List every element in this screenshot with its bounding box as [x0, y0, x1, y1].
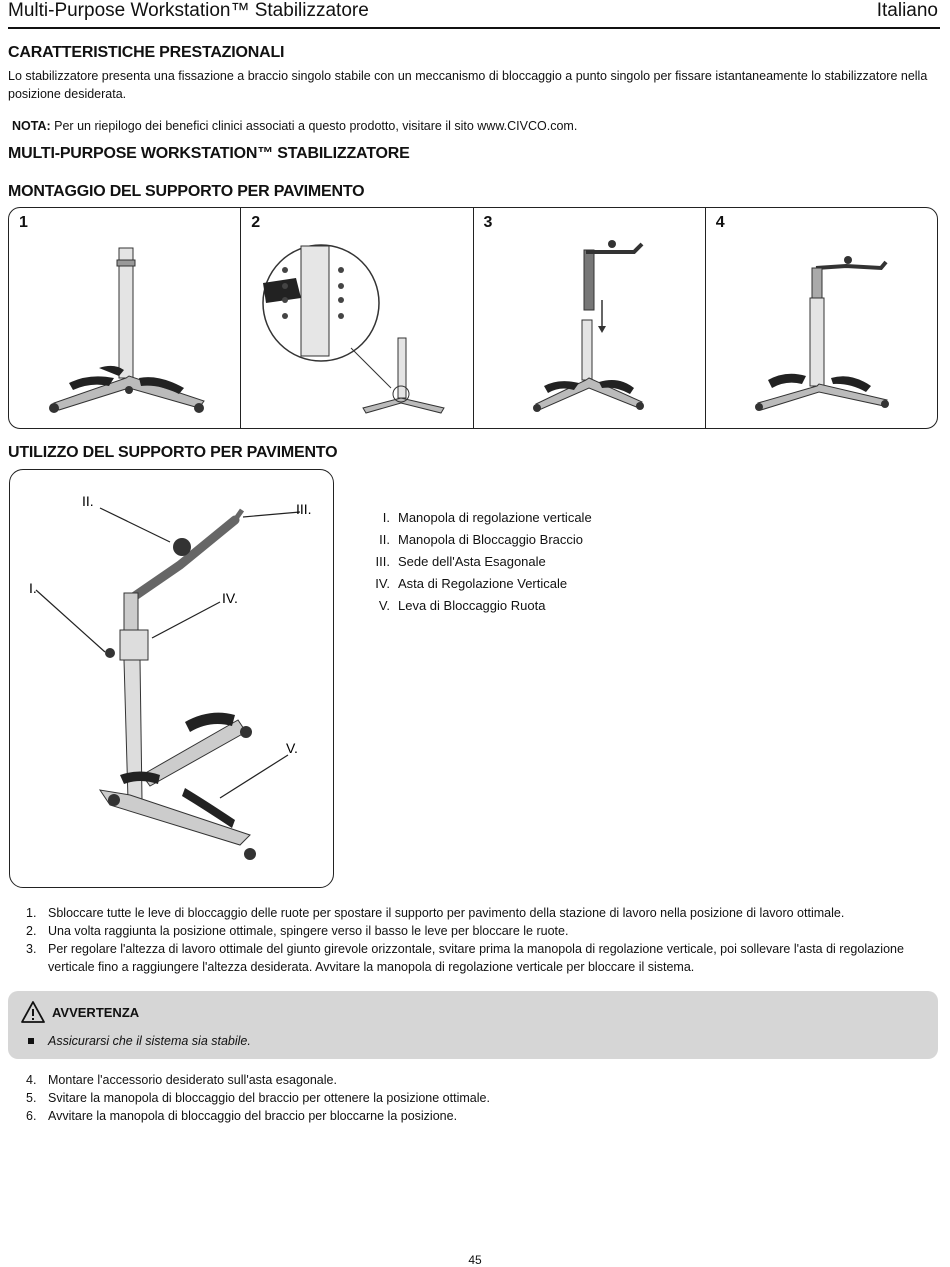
- list-item: 3.Per regolare l'altezza di lavoro ottim…: [26, 942, 904, 974]
- bullet: [28, 1038, 34, 1044]
- legend-item: III.Sede dell'Asta Esagonale: [375, 554, 546, 569]
- callout-IV: IV.: [222, 590, 238, 606]
- list-item: 2.Una volta raggiunta la posizione ottim…: [26, 924, 569, 938]
- instructions-list-b: 4.Montare l'accessorio desiderato sull'a…: [26, 1071, 926, 1125]
- screw-insertion-illustration: [262, 244, 446, 414]
- performance-description: Lo stabilizzatore presenta una fissazion…: [8, 69, 928, 101]
- assembled-stand-illustration: [754, 256, 889, 411]
- note-label: NOTA:: [12, 119, 51, 133]
- section-heading-usage: UTILIZZO DEL SUPPORTO PER PAVIMENTO: [8, 444, 338, 461]
- panel-number: 1: [19, 214, 28, 231]
- warning-box: [8, 991, 938, 1059]
- language-label: Italiano: [876, 0, 938, 21]
- callout-III: III.: [296, 501, 312, 517]
- page-number: 45: [468, 1253, 482, 1267]
- assembly-panel-3: 3: [474, 208, 706, 428]
- section-heading-assembly: MONTAGGIO DEL SUPPORTO PER PAVIMENTO: [8, 183, 365, 200]
- document-title: Multi-Purpose Workstation™ Stabilizzator…: [8, 0, 369, 21]
- list-item: 5.Svitare la manopola di bloccaggio del …: [26, 1091, 490, 1105]
- usage-diagram: II. III. I. IV. V.: [9, 469, 334, 888]
- section-heading-product: MULTI-PURPOSE WORKSTATION™ STABILIZZATOR…: [8, 145, 410, 162]
- section-heading-performance: CARATTERISTICHE PRESTAZIONALI: [8, 44, 285, 61]
- stand-base-illustration: [49, 247, 205, 413]
- legend-item: I.Manopola di regolazione verticale: [382, 510, 592, 525]
- note: NOTA: Per un riepilogo dei benefici clin…: [12, 117, 577, 135]
- header-divider: [8, 27, 940, 29]
- list-item: 4.Montare l'accessorio desiderato sull'a…: [26, 1073, 337, 1087]
- panel-number: 4: [715, 214, 725, 231]
- assembly-panel-4: 4: [706, 208, 937, 428]
- warning-text: Assicurarsi che il sistema sia stabile.: [48, 1034, 251, 1048]
- list-item: 6.Avvitare la manopola di bloccaggio del…: [26, 1109, 458, 1123]
- note-text: Per un riepilogo dei benefici clinici as…: [54, 119, 578, 133]
- legend-item: IV.Asta di Regolazione Verticale: [375, 576, 568, 591]
- list-item: 1.Sbloccare tutte le leve di bloccaggio …: [26, 906, 845, 920]
- warning-title: AVVERTENZA: [52, 1005, 140, 1020]
- callout-II: II.: [82, 493, 94, 509]
- warning-icon: [21, 1001, 45, 1023]
- legend-item: V.Leva di Bloccaggio Ruota: [378, 598, 546, 613]
- parts-legend: I.Manopola di regolazione verticale II.M…: [370, 507, 592, 617]
- callout-V: V.: [286, 740, 298, 756]
- pole-insertion-illustration: [532, 240, 644, 412]
- callout-I: I.: [29, 580, 37, 596]
- stand-parts-illustration: II. III. I. IV. V.: [29, 493, 312, 860]
- panel-number: 2: [251, 214, 261, 231]
- instructions-list-a: 1.Sbloccare tutte le leve di bloccaggio …: [26, 904, 926, 976]
- assembly-panels: 1 2 3: [8, 207, 938, 429]
- assembly-panel-1: 1: [9, 208, 242, 428]
- legend-item: II.Manopola di Bloccaggio Braccio: [379, 532, 583, 547]
- panel-number: 3: [483, 214, 493, 231]
- assembly-panel-2: 2: [241, 208, 474, 428]
